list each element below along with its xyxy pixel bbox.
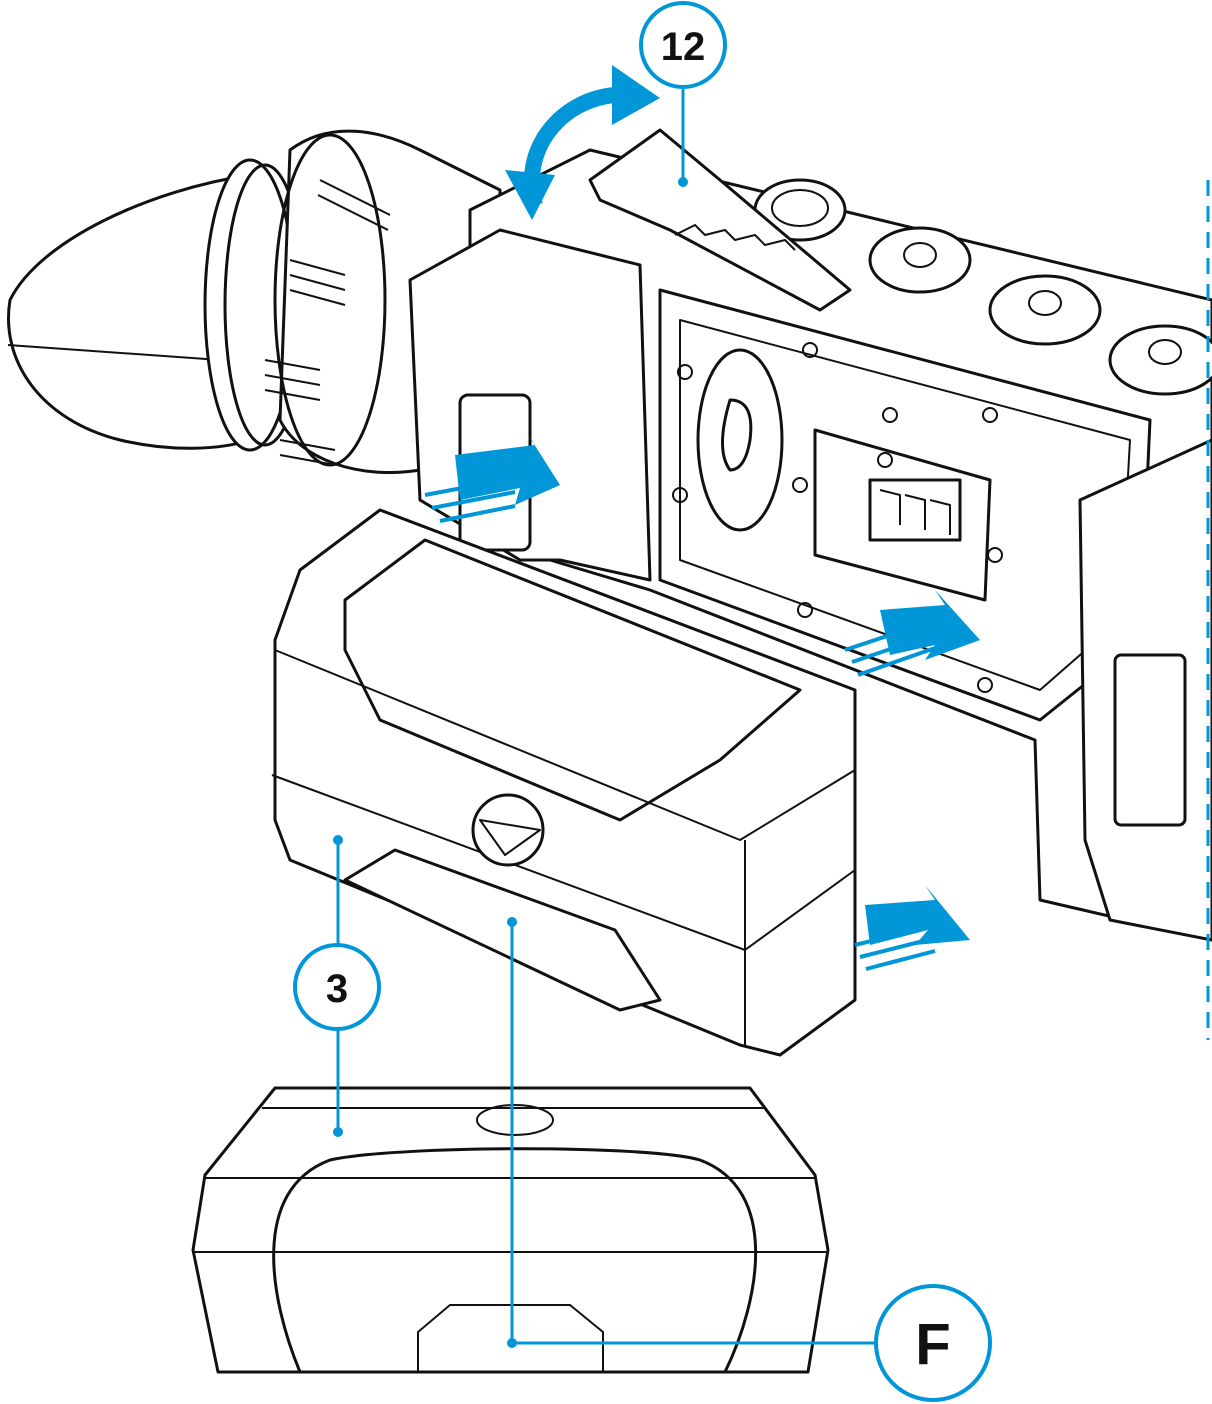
callout-12: 12 [639,1,727,187]
callout-F: F [507,917,992,1402]
callout-label-12: 12 [661,25,706,69]
callout-label-F: F [915,1313,950,1378]
callout-label-3: 3 [326,967,348,1011]
callout-3: 3 [293,835,381,1137]
screws [672,342,1003,693]
eyecup [7,158,307,452]
battery-pack [271,508,857,1057]
insert-arrows [424,65,980,971]
battery-lever [588,128,852,312]
device-body [408,128,1212,942]
control-buttons [753,178,1212,396]
arrow-icon [865,885,970,945]
